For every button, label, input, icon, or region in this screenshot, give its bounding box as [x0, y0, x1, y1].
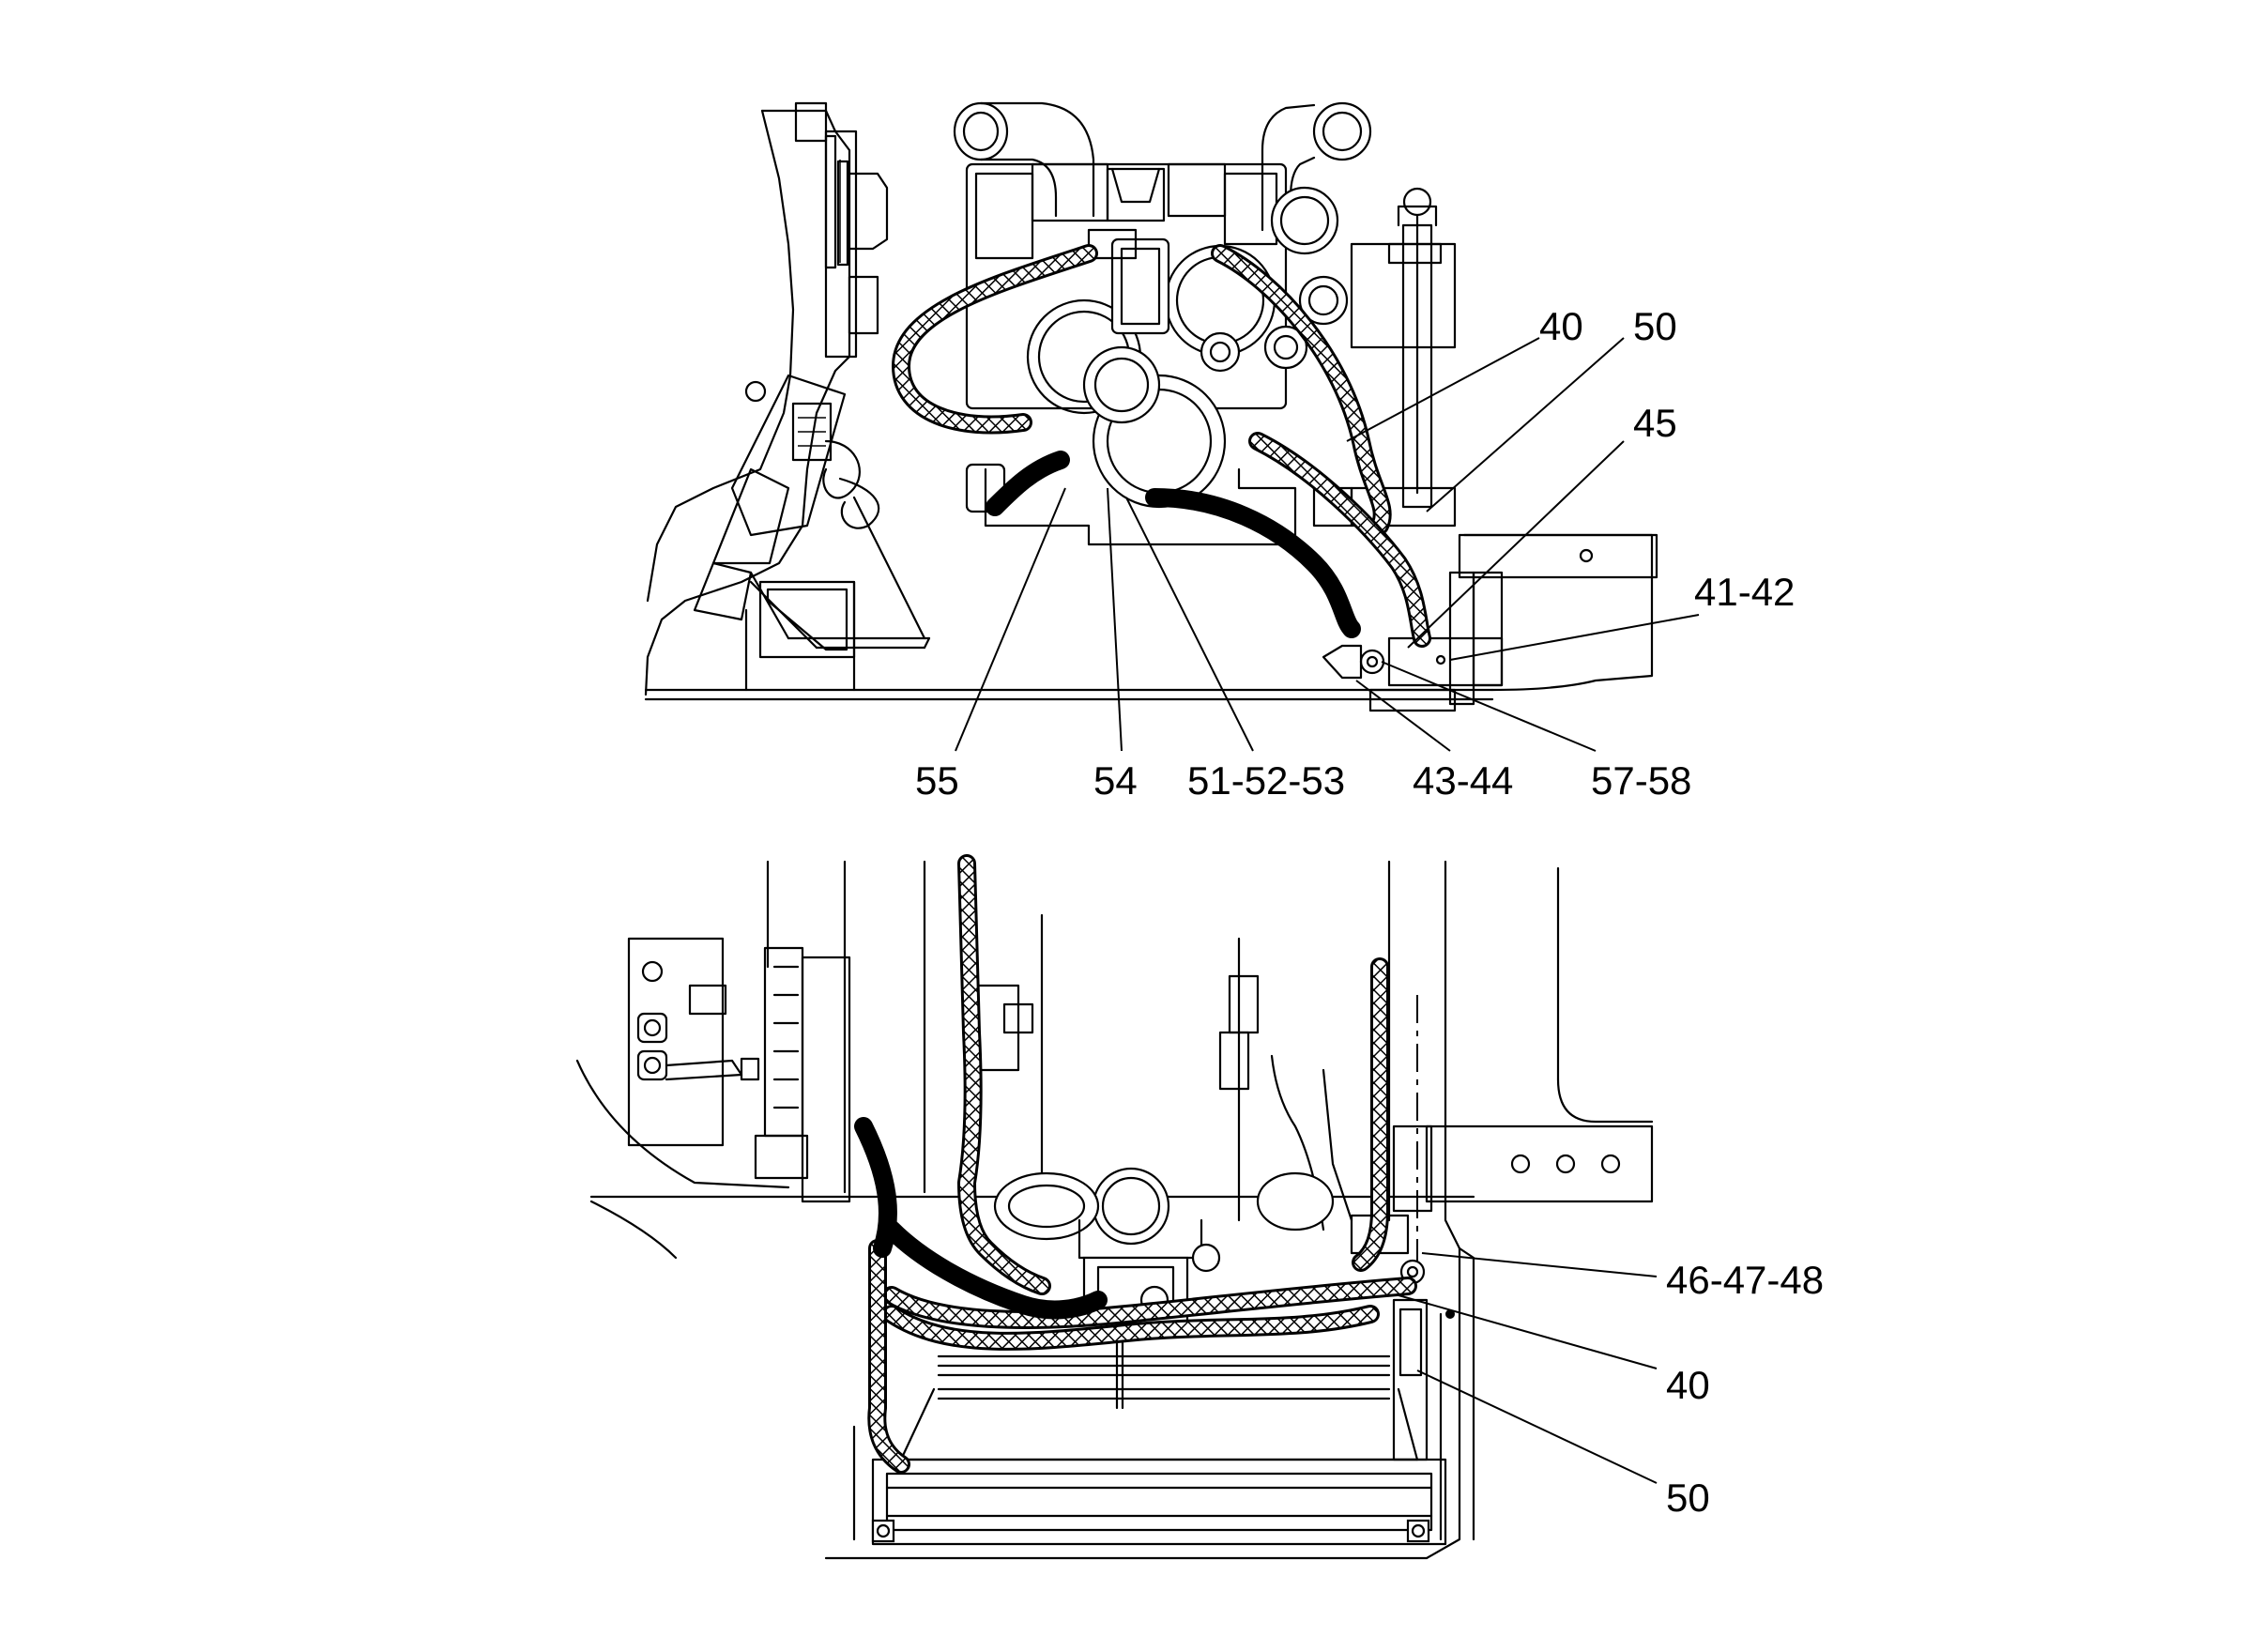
callout-50-bottom: 50 — [1666, 1476, 1710, 1520]
leader-lines — [955, 337, 1700, 1484]
hose-vertical-braided — [957, 854, 1051, 1295]
plan-view — [575, 854, 1654, 1560]
callout-51-52-53: 51-52-53 — [1187, 758, 1345, 803]
control-valve-block — [693, 374, 931, 692]
left-column — [644, 101, 889, 696]
callout-40-bottom: 40 — [1666, 1363, 1710, 1407]
callout-55: 55 — [915, 758, 959, 803]
callout-54: 54 — [1093, 758, 1138, 803]
hose-short-left — [986, 451, 1070, 516]
callout-45: 45 — [1633, 401, 1677, 445]
frame-base — [644, 533, 1654, 701]
hose-50-top — [1248, 432, 1431, 648]
callout-40-top: 40 — [1539, 304, 1583, 348]
hose-right-vertical — [1352, 957, 1389, 1272]
hose-left-loop — [892, 244, 1098, 435]
hose-mid-left — [854, 1117, 897, 1258]
intake-pipes — [953, 101, 1372, 232]
callout-50-top: 50 — [1633, 304, 1677, 348]
hose-40-bottom — [882, 1277, 1417, 1329]
hose-lower-black — [1145, 488, 1361, 638]
callout-41-42: 41-42 — [1694, 570, 1795, 614]
cooler-radiator — [852, 1298, 1447, 1546]
side-view — [644, 101, 1658, 712]
hose-left-stub — [867, 1239, 910, 1474]
engine-block — [965, 162, 1658, 712]
hose-40-top — [1211, 244, 1392, 535]
callout-43-44: 43-44 — [1413, 758, 1513, 803]
hose-left-black — [882, 1220, 1108, 1320]
callouts: 40 50 45 41-42 55 54 51-52-53 43-44 57-5… — [915, 304, 1824, 1520]
callout-57-58: 57-58 — [1591, 758, 1691, 803]
right-bracket — [1350, 995, 1654, 1319]
left-valve-bank — [627, 937, 851, 1203]
hose-50-bottom — [882, 1305, 1380, 1351]
callout-46-47-48: 46-47-48 — [1666, 1258, 1824, 1302]
